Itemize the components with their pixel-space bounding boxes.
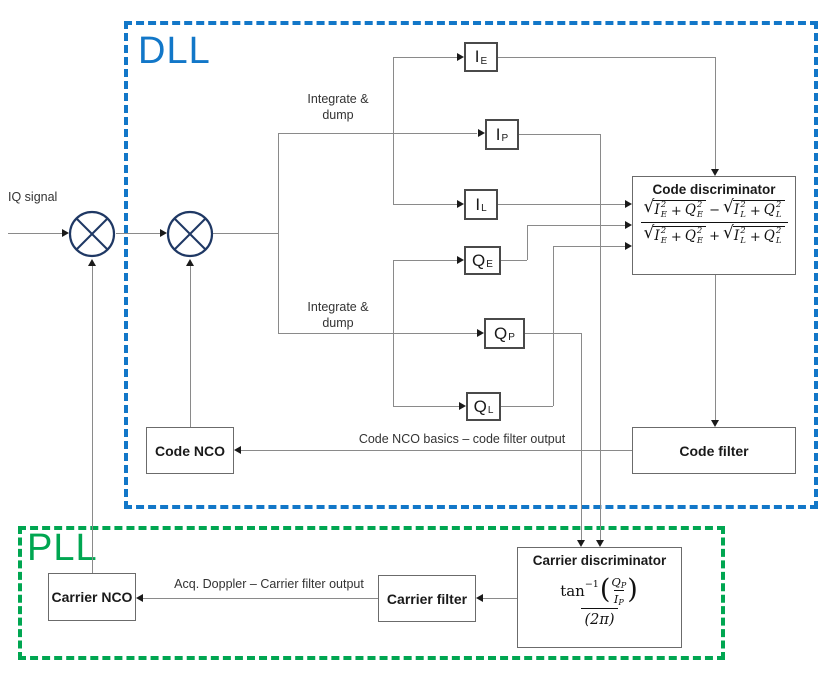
connector (8, 233, 62, 234)
correlator-sub: L (481, 203, 487, 214)
arrowhead (478, 129, 485, 137)
connector (213, 233, 278, 234)
arrowhead (596, 540, 604, 547)
carrier-nco-box: Carrier NCO (48, 573, 136, 621)
correlator-letter: Q (473, 396, 487, 416)
arrowhead (577, 540, 585, 547)
connector (92, 266, 93, 573)
connector (393, 406, 459, 407)
mixer-icon (166, 210, 214, 258)
correlator-letter: Q (494, 323, 508, 343)
arrowhead (457, 53, 464, 61)
connector (501, 406, 553, 407)
connector (715, 275, 716, 420)
correlator-sub: P (501, 133, 509, 144)
arrowhead (136, 594, 143, 602)
connector (519, 134, 600, 135)
carrier-feedback-label: Acq. Doppler – Carrier filter output (174, 577, 364, 591)
code-feedback-label: Code NCO basics – code filter output (358, 432, 566, 446)
carrier-filter-box: Carrier filter (378, 575, 476, 622)
code-discriminator-title: Code discriminator (652, 182, 776, 197)
connector (553, 246, 625, 247)
connector (190, 266, 191, 427)
arrowhead (186, 259, 194, 266)
connector (278, 133, 279, 333)
correlator-sub: E (486, 259, 493, 270)
iq-signal-label: IQ signal (8, 190, 58, 204)
arrowhead (88, 259, 96, 266)
arrowhead (457, 256, 464, 264)
code-nco-box: Code NCO (146, 427, 234, 474)
connector (581, 333, 582, 540)
connector (278, 333, 477, 334)
correlator-letter: I (474, 47, 480, 66)
arrowhead (711, 169, 719, 176)
arrowhead (625, 200, 632, 208)
correlator-letter: I (475, 194, 481, 214)
arrowhead (711, 420, 719, 427)
pll-group-outline (18, 526, 725, 660)
code-filter-box: Code filter (632, 427, 796, 474)
integrate-dump-label-lower: Integrate & dump (307, 300, 369, 330)
dll-group-outline (124, 21, 818, 509)
arrowhead (476, 594, 483, 602)
connector (393, 57, 394, 205)
carrier-discriminator-title: Carrier discriminator (532, 553, 667, 568)
connector (393, 204, 457, 205)
code-filter-label: Code filter (679, 442, 749, 459)
correlator-sub: E (480, 55, 488, 67)
carrier-nco-label: Carrier NCO (51, 589, 133, 605)
connector (715, 57, 716, 169)
connector (241, 450, 632, 451)
connector (527, 225, 625, 226)
connector (393, 260, 394, 406)
code-nco-label: Code NCO (155, 442, 225, 459)
correlator-letter: Q (472, 250, 486, 270)
connector (498, 204, 625, 205)
pll-label: PLL (27, 527, 98, 569)
connector (527, 225, 528, 260)
arrowhead (625, 242, 632, 250)
arrowhead (459, 402, 466, 410)
dll-label: DLL (138, 30, 211, 72)
sqrt-icon: √ (723, 223, 734, 243)
correlator-sub: P (508, 332, 515, 343)
connector (501, 260, 527, 261)
connector (116, 233, 160, 234)
correlator-sub: L (487, 405, 494, 416)
sqrt-icon: √ (723, 197, 734, 217)
arrowhead (160, 229, 167, 237)
arrowhead (234, 446, 241, 454)
correlator-letter: I (495, 124, 501, 144)
arrowhead (477, 329, 484, 337)
arrowhead (457, 200, 464, 208)
sqrt-icon: √ (643, 223, 655, 243)
connector (498, 57, 715, 58)
connector (553, 246, 554, 406)
mixer-icon (68, 210, 116, 258)
connector (143, 598, 378, 599)
carrier-filter-label: Carrier filter (386, 590, 468, 607)
connector (393, 57, 457, 58)
arrowhead (62, 229, 69, 237)
connector (278, 133, 477, 134)
connector (600, 134, 601, 540)
sqrt-icon: √ (643, 197, 655, 217)
connector (483, 598, 517, 599)
integrate-dump-label-upper: Integrate & dump (307, 92, 369, 122)
connector (393, 260, 457, 261)
arrowhead (625, 221, 632, 229)
